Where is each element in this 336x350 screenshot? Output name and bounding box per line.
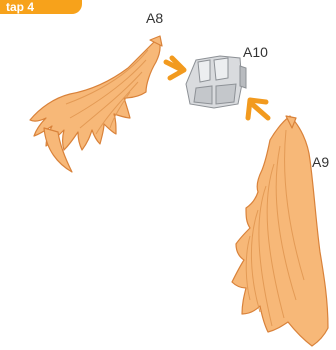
- wing-a9: [232, 116, 328, 346]
- arrow-a9-to-a10: [248, 100, 268, 118]
- connector-a10: [186, 56, 246, 108]
- wing-a8: [30, 36, 162, 172]
- arrow-a8-to-a10: [166, 58, 184, 78]
